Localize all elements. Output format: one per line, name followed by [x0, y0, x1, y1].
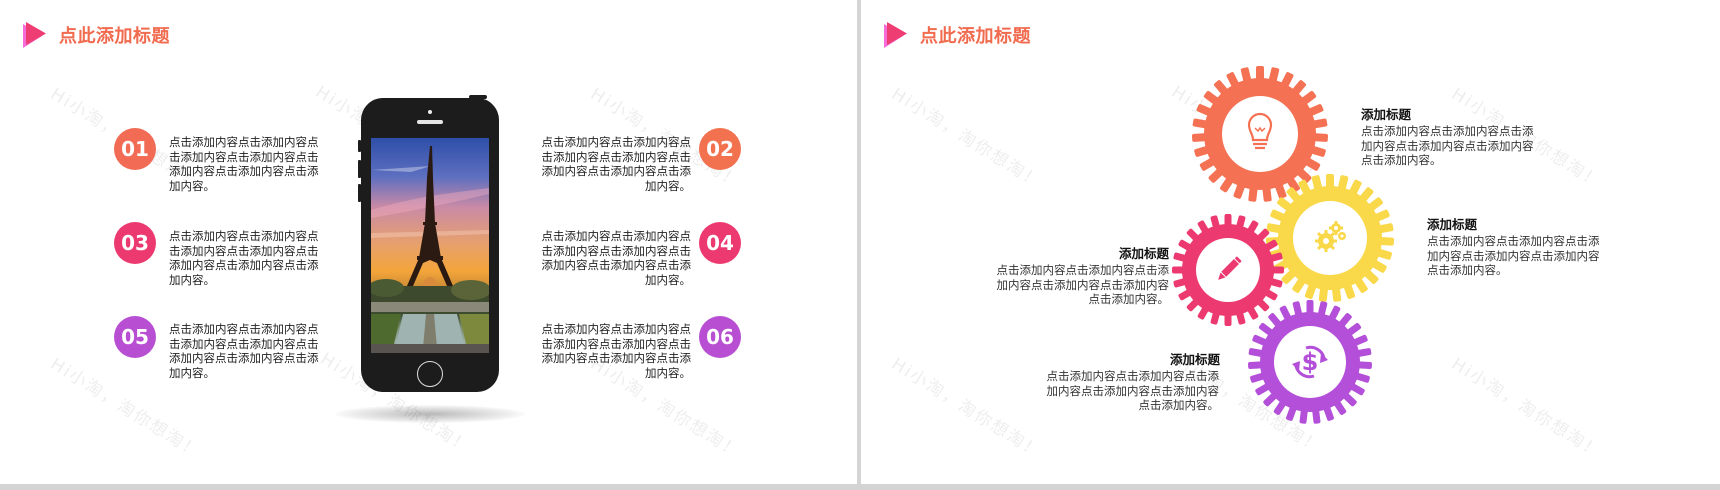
gear-2-text[interactable]: 点击添加内容点击添加内容点击添加内容点击添加内容点击添加内容点击添加内容。	[1427, 234, 1600, 277]
play-arrow-icon	[22, 21, 48, 49]
badge-03: 03	[114, 222, 156, 264]
badge-06: 06	[699, 316, 741, 358]
gear-yellow	[1265, 174, 1395, 303]
gear-3-text[interactable]: 点击添加内容点击添加内容点击添加内容点击添加内容点击添加内容点击添加内容。	[996, 263, 1170, 306]
gear-1-text[interactable]: 点击添加内容点击添加内容点击添加内容点击添加内容点击添加内容点击添加内容。	[1361, 124, 1534, 167]
item-text-04[interactable]: 点击添加内容点击添加内容点击添加内容点击添加内容点击添加内容点击添加内容点击添加…	[541, 229, 692, 287]
slide-2[interactable]: Hi小淘，淘你想淘！ Hi小淘，淘你想淘！ Hi小淘，淘你想淘！ Hi小淘，淘你…	[861, 0, 1720, 484]
gear-3-title[interactable]: 添加标题	[1119, 246, 1170, 261]
item-text-05[interactable]: 点击添加内容点击添加内容点击添加内容点击添加内容点击添加内容点击添加内容点击添加…	[169, 322, 319, 380]
lightbulb-icon	[1247, 112, 1273, 150]
item-text-02[interactable]: 点击添加内容点击添加内容点击添加内容点击添加内容点击添加内容点击添加内容点击添加…	[541, 135, 692, 193]
phone-screen-image[interactable]	[371, 138, 489, 353]
gear-4-title[interactable]: 添加标题	[1170, 352, 1221, 367]
gear-2-title[interactable]: 添加标题	[1427, 217, 1478, 232]
item-text-03[interactable]: 点击添加内容点击添加内容点击添加内容点击添加内容点击添加内容点击添加内容点击添加…	[169, 229, 319, 287]
gear-4-text[interactable]: 点击添加内容点击添加内容点击添加内容点击添加内容点击添加内容点击添加内容。	[1046, 369, 1220, 412]
badge-04: 04	[699, 222, 741, 264]
pencil-icon	[1218, 256, 1242, 280]
phone-home-button	[417, 361, 443, 387]
gear-pink	[1172, 214, 1284, 326]
watermark: Hi小淘，淘你想淘！	[887, 354, 1046, 464]
play-arrow-icon	[883, 21, 909, 49]
title-text: 点此添加标题	[920, 26, 1031, 47]
gear-1-title[interactable]: 添加标题	[1361, 107, 1412, 122]
item-text-06[interactable]: 点击添加内容点击添加内容点击添加内容点击添加内容点击添加内容点击添加内容点击添加…	[541, 322, 692, 380]
phone-speaker	[417, 120, 443, 124]
slide-title[interactable]: 点此添加标题	[22, 21, 170, 49]
eiffel-tower-image	[371, 146, 489, 353]
title-text: 点此添加标题	[59, 26, 170, 47]
gear-orange	[1191, 66, 1329, 203]
item-text-01[interactable]: 点击添加内容点击添加内容点击添加内容点击添加内容点击添加内容点击添加内容点击添加…	[169, 135, 319, 193]
slide-title[interactable]: 点此添加标题	[883, 21, 1031, 49]
phone-volume-down	[358, 184, 361, 202]
gear-purple: $	[1247, 300, 1373, 424]
watermark: Hi小淘，淘你想淘！	[887, 84, 1046, 194]
phone-camera	[428, 110, 432, 114]
badge-02: 02	[699, 128, 741, 170]
phone-shadow	[335, 405, 525, 423]
cogs-icon	[1315, 221, 1346, 252]
phone-mockup	[358, 95, 499, 392]
badge-05: 05	[114, 316, 156, 358]
phone-volume-up	[358, 160, 361, 178]
dollar-exchange-icon: $	[1292, 345, 1328, 379]
svg-text:$: $	[1302, 348, 1319, 376]
phone-power-button	[469, 95, 487, 99]
badge-01: 01	[114, 128, 156, 170]
phone-mute-switch	[358, 140, 361, 152]
slide-1[interactable]: Hi小淘，淘你想淘！ Hi小淘，淘你想淘！ Hi小淘，淘你想淘！ Hi小淘，淘你…	[0, 0, 857, 484]
watermark: Hi小淘，淘你想淘！	[1447, 354, 1606, 464]
